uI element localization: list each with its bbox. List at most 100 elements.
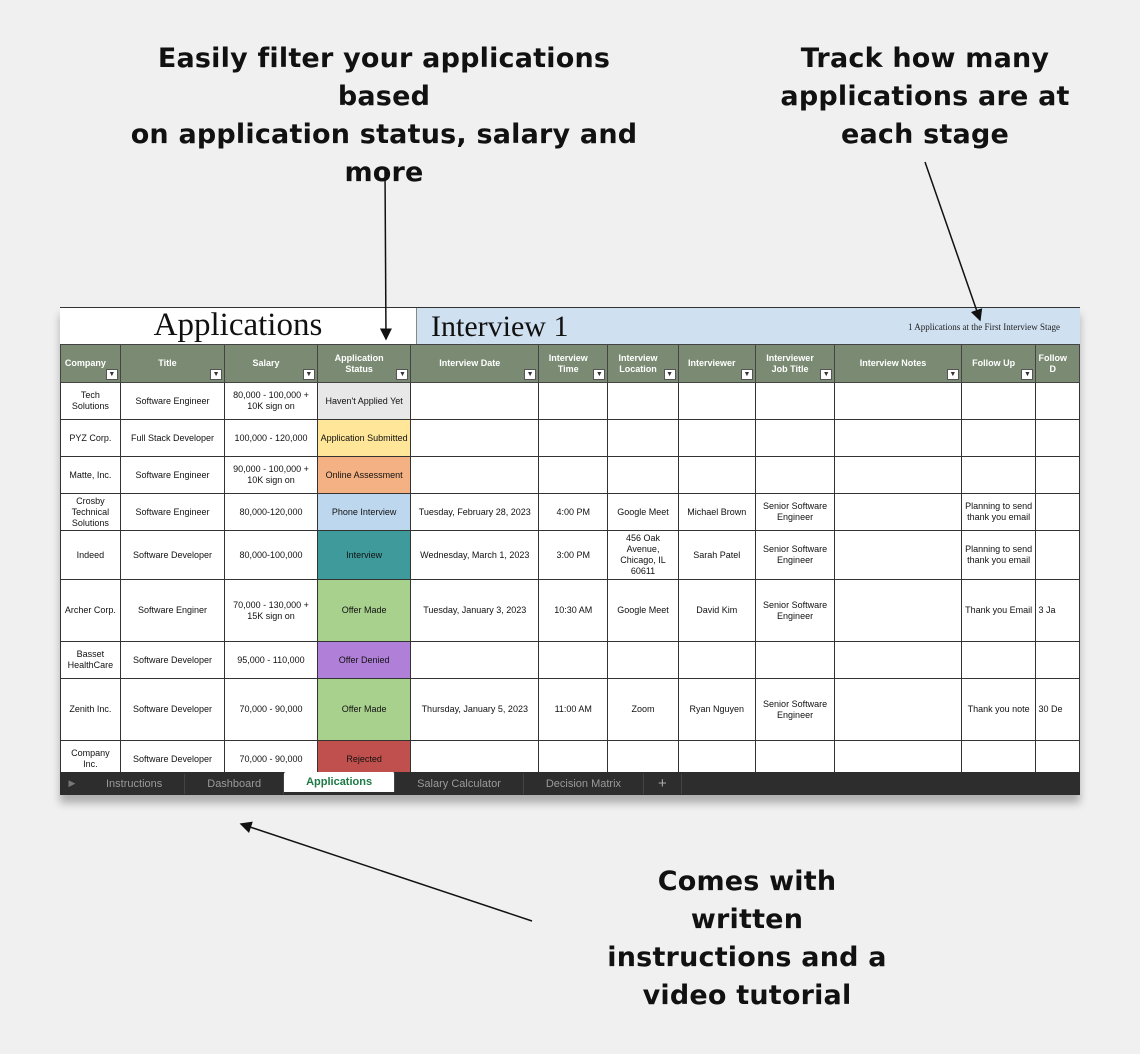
sheet-tab-salary-calculator[interactable]: Salary Calculator [395, 773, 524, 794]
cell-interviewer[interactable]: Ryan Nguyen [677, 678, 756, 741]
cell-follow-up[interactable] [960, 641, 1037, 679]
cell-title[interactable]: Software Developer [119, 740, 226, 778]
cell-company[interactable]: Crosby Technical Solutions [60, 493, 121, 531]
cell-company[interactable]: Tech Solutions [60, 382, 121, 420]
cell-status[interactable]: Application Submitted [316, 419, 412, 457]
filter-dropdown-icon[interactable]: ▼ [593, 369, 606, 380]
cell-notes[interactable] [834, 641, 962, 679]
filter-dropdown-icon[interactable]: ▼ [105, 369, 118, 380]
cell-salary[interactable]: 95,000 - 110,000 [224, 641, 318, 679]
cell-interviewer[interactable]: David Kim [677, 579, 756, 642]
cell-location[interactable]: Zoom [607, 678, 679, 741]
cell-follow-date[interactable] [1035, 530, 1080, 580]
cell-interviewer[interactable] [677, 419, 756, 457]
cell-title[interactable]: Software Developer [119, 678, 226, 741]
cell-follow-date[interactable] [1035, 493, 1080, 531]
cell-interviewer[interactable] [677, 641, 756, 679]
cell-location[interactable]: Google Meet [607, 579, 679, 642]
cell-salary[interactable]: 80,000-100,000 [224, 530, 318, 580]
cell-time[interactable]: 11:00 AM [538, 678, 609, 741]
sheet-tab-applications[interactable]: Applications [284, 772, 396, 792]
cell-status[interactable]: Rejected [316, 740, 412, 778]
cell-title[interactable]: Software Engineer [119, 382, 226, 420]
cell-title[interactable]: Full Stack Developer [119, 419, 226, 457]
cell-status[interactable]: Offer Made [316, 678, 412, 741]
filter-dropdown-icon[interactable]: ▼ [302, 369, 315, 380]
cell-job-title[interactable]: Senior Software Engineer [754, 678, 836, 741]
cell-job-title[interactable] [754, 641, 836, 679]
filter-dropdown-icon[interactable]: ▼ [396, 369, 409, 380]
cell-date[interactable]: Tuesday, February 28, 2023 [410, 493, 540, 531]
cell-title[interactable]: Software Developer [119, 530, 226, 580]
cell-follow-date[interactable] [1035, 456, 1080, 494]
cell-follow-date[interactable]: 30 De [1035, 678, 1080, 741]
cell-company[interactable]: Indeed [60, 530, 121, 580]
cell-interviewer[interactable] [677, 740, 756, 778]
cell-status[interactable]: Offer Denied [316, 641, 412, 679]
cell-notes[interactable] [834, 740, 962, 778]
cell-date[interactable] [410, 641, 540, 679]
cell-time[interactable]: 10:30 AM [538, 579, 609, 642]
cell-interviewer[interactable]: Sarah Patel [677, 530, 756, 580]
cell-date[interactable]: Thursday, January 5, 2023 [410, 678, 540, 741]
cell-status[interactable]: Haven't Applied Yet [316, 382, 412, 420]
cell-date[interactable]: Wednesday, March 1, 2023 [410, 530, 540, 580]
filter-dropdown-icon[interactable]: ▼ [946, 369, 959, 380]
filter-dropdown-icon[interactable]: ▼ [210, 369, 223, 380]
cell-company[interactable]: Zenith Inc. [60, 678, 121, 741]
cell-time[interactable]: 4:00 PM [538, 493, 609, 531]
cell-follow-up[interactable]: Thank you note [960, 678, 1037, 741]
cell-salary[interactable]: 70,000 - 130,000 + 15K sign on [224, 579, 318, 642]
sheet-tab-decision-matrix[interactable]: Decision Matrix [524, 773, 645, 794]
cell-salary[interactable]: 100,000 - 120,000 [224, 419, 318, 457]
cell-location[interactable] [607, 382, 679, 420]
cell-notes[interactable] [834, 493, 962, 531]
cell-follow-up[interactable] [960, 456, 1037, 494]
cell-title[interactable]: Software Developer [119, 641, 226, 679]
cell-date[interactable] [410, 419, 540, 457]
cell-title[interactable]: Software Enginer [119, 579, 226, 642]
cell-job-title[interactable]: Senior Software Engineer [754, 579, 836, 642]
cell-company[interactable]: Matte, Inc. [60, 456, 121, 494]
cell-time[interactable]: 3:00 PM [538, 530, 609, 580]
cell-notes[interactable] [834, 678, 962, 741]
cell-interviewer[interactable] [677, 456, 756, 494]
cell-notes[interactable] [834, 579, 962, 642]
cell-salary[interactable]: 70,000 - 90,000 [224, 740, 318, 778]
cell-status[interactable]: Online Assessment [316, 456, 412, 494]
filter-dropdown-icon[interactable]: ▼ [820, 369, 833, 380]
cell-company[interactable]: Basset HealthCare [60, 641, 121, 679]
filter-dropdown-icon[interactable]: ▼ [1021, 369, 1034, 380]
cell-interviewer[interactable]: Michael Brown [677, 493, 756, 531]
cell-follow-up[interactable] [960, 382, 1037, 420]
filter-dropdown-icon[interactable]: ▼ [524, 369, 537, 380]
cell-title[interactable]: Software Engineer [119, 493, 226, 531]
cell-follow-date[interactable] [1035, 419, 1080, 457]
sheet-tab-instructions[interactable]: Instructions [84, 773, 186, 794]
cell-date[interactable]: Tuesday, January 3, 2023 [410, 579, 540, 642]
cell-date[interactable] [410, 382, 540, 420]
cell-follow-up[interactable] [960, 419, 1037, 457]
cell-follow-up[interactable] [960, 740, 1037, 778]
cell-location[interactable]: 456 Oak Avenue, Chicago, IL 60611 [607, 530, 679, 580]
add-sheet-icon[interactable]: + [644, 773, 682, 794]
cell-location[interactable] [607, 740, 679, 778]
cell-notes[interactable] [834, 456, 962, 494]
sheet-tab-dashboard[interactable]: Dashboard [185, 773, 285, 794]
cell-salary[interactable]: 90,000 - 100,000 + 10K sign on [224, 456, 318, 494]
cell-company[interactable]: Company Inc. [60, 740, 121, 778]
cell-notes[interactable] [834, 419, 962, 457]
cell-date[interactable] [410, 456, 540, 494]
scroll-tabs-icon[interactable]: ▶ [68, 778, 76, 788]
cell-job-title[interactable]: Senior Software Engineer [754, 530, 836, 580]
cell-time[interactable] [538, 419, 609, 457]
cell-time[interactable] [538, 740, 609, 778]
cell-time[interactable] [538, 382, 609, 420]
cell-status[interactable]: Offer Made [316, 579, 412, 642]
cell-company[interactable]: Archer Corp. [60, 579, 121, 642]
filter-dropdown-icon[interactable]: ▼ [663, 369, 676, 380]
cell-job-title[interactable] [754, 382, 836, 420]
cell-follow-up[interactable]: Thank you Email [960, 579, 1037, 642]
cell-notes[interactable] [834, 382, 962, 420]
cell-title[interactable]: Software Engineer [119, 456, 226, 494]
